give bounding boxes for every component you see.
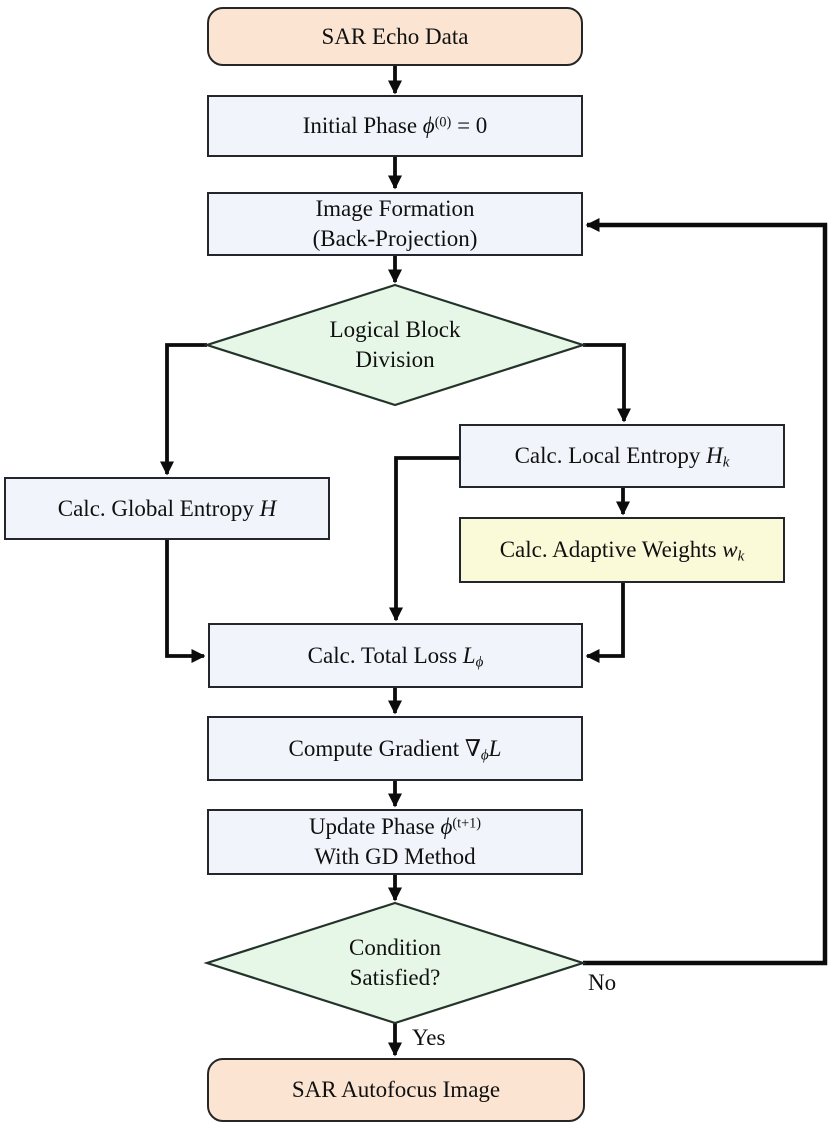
- edge-condition-no-feedback: [583, 218, 828, 966]
- phi-symbol: ϕ: [422, 113, 435, 139]
- node-update-phase: Update Phase ϕ(t+1) With GD Method: [207, 809, 583, 875]
- nabla-symbol: ∇: [464, 735, 481, 761]
- compute-gradient-label: Compute Gradient ∇ϕL: [288, 735, 502, 763]
- sar-autofocus-image-label: SAR Autofocus Image: [291, 1077, 501, 1103]
- sar-echo-data-label: SAR Echo Data: [321, 23, 469, 49]
- node-calc-local-entropy: Calc. Local Entropy Hk: [459, 424, 785, 488]
- initial-phase-label: Initial Phase ϕ(0) = 0: [302, 113, 488, 139]
- update-phase-line1: Update Phase ϕ(t+1): [308, 814, 482, 840]
- total-loss-label: Calc. Total Loss Lϕ: [307, 642, 484, 670]
- edge-division-to-global-entropy: [160, 343, 207, 476]
- image-formation-line1: Image Formation: [315, 196, 475, 222]
- edge-weights-to-total-loss: [585, 583, 625, 663]
- label-no: No: [588, 970, 617, 995]
- label-yes: Yes: [412, 1025, 446, 1050]
- node-image-formation: Image Formation (Back-Projection): [207, 192, 583, 256]
- edge-local-entropy-to-total-loss: [389, 456, 459, 622]
- condition-satisfied-label: Condition Satisfied?: [348, 935, 441, 990]
- node-initial-phase: Initial Phase ϕ(0) = 0: [207, 95, 583, 157]
- node-sar-autofocus-image: SAR Autofocus Image: [207, 1058, 585, 1122]
- node-calc-global-entropy: Calc. Global Entropy H: [4, 477, 330, 540]
- local-entropy-label: Calc. Local Entropy Hk: [514, 443, 730, 471]
- node-calc-total-loss: Calc. Total Loss Lϕ: [208, 623, 583, 688]
- image-formation-line2: (Back-Projection): [312, 226, 478, 251]
- edge-global-entropy-to-total-loss: [165, 540, 206, 663]
- node-sar-echo-data: SAR Echo Data: [207, 7, 583, 66]
- adaptive-weights-label: Calc. Adaptive Weights wk: [499, 537, 745, 565]
- decision-logical-block-division: [203, 283, 587, 407]
- global-entropy-label: Calc. Global Entropy H: [57, 495, 277, 521]
- node-calc-adaptive-weights: Calc. Adaptive Weights wk: [459, 517, 785, 583]
- edge-division-to-local-entropy: [583, 343, 631, 423]
- decision-condition-satisfied: [203, 901, 587, 1025]
- logical-block-division-label: Logical Block Division: [329, 317, 461, 372]
- node-compute-gradient: Compute Gradient ∇ϕL: [207, 716, 583, 781]
- update-phase-line2: With GD Method: [314, 844, 476, 869]
